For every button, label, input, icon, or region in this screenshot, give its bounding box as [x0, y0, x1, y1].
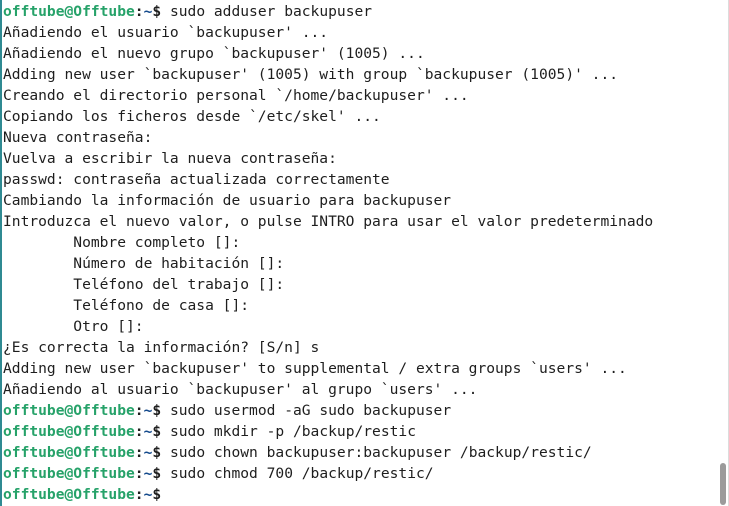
prompt-separator: :	[134, 465, 144, 482]
prompt-symbol: $	[152, 402, 170, 419]
command-text: sudo adduser backupuser	[169, 3, 373, 20]
prompt-symbol: $	[152, 3, 170, 20]
prompt-separator: :	[134, 3, 144, 20]
command-text: sudo chmod 700 /backup/restic/	[169, 465, 434, 482]
prompt-user-host: offtube@Offtube	[3, 486, 135, 503]
prompt-separator: :	[134, 486, 144, 503]
prompt-symbol: $	[152, 465, 170, 482]
prompt-user-host: offtube@Offtube	[3, 444, 135, 461]
output-line: Nueva contraseña:	[3, 129, 153, 146]
window-left-border	[0, 0, 2, 506]
text-cursor	[170, 485, 179, 502]
prompt-path: ~	[143, 423, 153, 440]
command-text: sudo usermod -aG sudo backupuser	[169, 402, 452, 419]
prompt-line: offtube@Offtube:~$	[3, 484, 715, 505]
prompt-separator: :	[134, 444, 144, 461]
command-text: sudo chown backupuser:backupuser /backup…	[169, 444, 592, 461]
output-line: Creando el directorio personal `/home/ba…	[3, 87, 469, 104]
prompt-symbol: $	[152, 423, 170, 440]
output-line: Número de habitación []:	[3, 255, 285, 272]
output-line: Cambiando la información de usuario para…	[3, 192, 452, 209]
output-line: Vuelva a escribir la nueva contraseña:	[3, 150, 337, 167]
prompt-user-host: offtube@Offtube	[3, 465, 135, 482]
output-line: passwd: contraseña actualizada correctam…	[3, 171, 390, 188]
prompt-separator: :	[134, 423, 144, 440]
output-line: Añadiendo el nuevo grupo `backupuser' (1…	[3, 45, 425, 62]
output-line: Adding new user `backupuser' to suppleme…	[3, 360, 627, 377]
prompt-symbol: $	[152, 444, 170, 461]
prompt-line: offtube@Offtube:~$ sudo mkdir -p /backup…	[3, 421, 715, 442]
output-line: Copiando los ficheros desde `/etc/skel' …	[3, 108, 381, 125]
output-line: Teléfono de casa []:	[3, 297, 250, 314]
output-line: Teléfono del trabajo []:	[3, 276, 285, 293]
command-text: sudo mkdir -p /backup/restic	[169, 423, 416, 440]
prompt-separator: :	[134, 402, 144, 419]
scrollbar-thumb[interactable]	[720, 463, 726, 505]
prompt-user-host: offtube@Offtube	[3, 423, 135, 440]
prompt-path: ~	[143, 486, 153, 503]
prompt-path: ~	[143, 465, 153, 482]
prompt-user-host: offtube@Offtube	[3, 3, 135, 20]
output-line: Otro []:	[3, 318, 144, 335]
prompt-line: offtube@Offtube:~$ sudo adduser backupus…	[3, 1, 715, 22]
prompt-line: offtube@Offtube:~$ sudo chown backupuser…	[3, 442, 715, 463]
prompt-line: offtube@Offtube:~$ sudo usermod -aG sudo…	[3, 400, 715, 421]
output-line: ¿Es correcta la información? [S/n] s	[3, 339, 320, 356]
output-line: Introduzca el nuevo valor, o pulse INTRO…	[3, 213, 654, 230]
prompt-symbol: $	[152, 486, 170, 503]
prompt-line: offtube@Offtube:~$ sudo chmod 700 /backu…	[3, 463, 715, 484]
terminal-output[interactable]: offtube@Offtube:~$ sudo adduser backupus…	[3, 1, 715, 505]
prompt-user-host: offtube@Offtube	[3, 402, 135, 419]
prompt-path: ~	[143, 3, 153, 20]
prompt-path: ~	[143, 444, 153, 461]
output-line: Adding new user `backupuser' (1005) with…	[3, 66, 619, 83]
output-line: Añadiendo al usuario `backupuser' al gru…	[3, 381, 478, 398]
prompt-path: ~	[143, 402, 153, 419]
output-line: Añadiendo el usuario `backupuser' ...	[3, 24, 329, 41]
output-line: Nombre completo []:	[3, 234, 241, 251]
